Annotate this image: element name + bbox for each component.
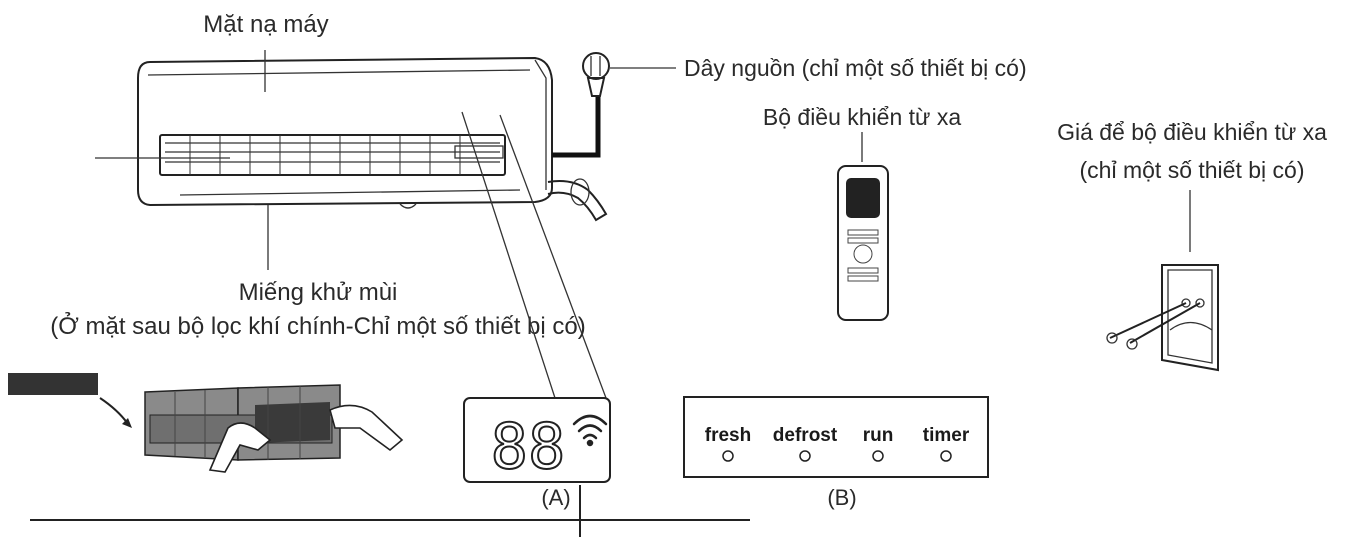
- display-a-digits: 88: [491, 410, 566, 483]
- indicator-label-timer: timer: [923, 425, 970, 446]
- deodorizer-label-line1: Miếng khử mùi: [239, 279, 398, 306]
- deodorizer-label-line2: (Ở mặt sau bộ lọc khí chính-Chỉ một số t…: [50, 311, 585, 340]
- remote-control: [837, 132, 889, 321]
- indicator-led-defrost: [799, 450, 811, 462]
- remote-holder: [1106, 190, 1219, 372]
- display-panel-a: 88 (A): [30, 397, 750, 537]
- remote-holder-label-line1: Giá để bộ điều khiển từ xa: [1057, 119, 1327, 145]
- front-panel-label: Mặt nạ máy: [203, 11, 328, 38]
- indicator-label-fresh: fresh: [705, 425, 751, 446]
- filter-grid: [174, 386, 301, 460]
- hand-left: [208, 422, 272, 473]
- indicator-label-run: run: [863, 425, 894, 446]
- display-panel-b: fresh defrost run timer (B): [683, 396, 989, 510]
- display-b-caption: (B): [827, 485, 856, 510]
- display-a-caption: (A): [541, 485, 570, 510]
- remote-label: Bộ điều khiển từ xa: [763, 104, 961, 130]
- indicator-led-fresh: [722, 450, 734, 462]
- hand-right: [329, 404, 404, 452]
- power-cord: [547, 52, 676, 222]
- indicator-led-timer: [940, 450, 952, 462]
- remote-holder-label-line2: (chỉ một số thiết bị có): [1080, 157, 1305, 183]
- power-cord-label: Dây nguồn (chỉ một số thiết bị có): [684, 55, 1027, 81]
- indicator-led-run: [872, 450, 884, 462]
- filter-illustration: [8, 373, 404, 473]
- indoor-unit: [95, 50, 553, 270]
- wifi-icon: [572, 414, 608, 447]
- louver-slats: [189, 135, 461, 175]
- remote-buttons: [847, 229, 879, 282]
- indicator-label-defrost: defrost: [773, 425, 838, 446]
